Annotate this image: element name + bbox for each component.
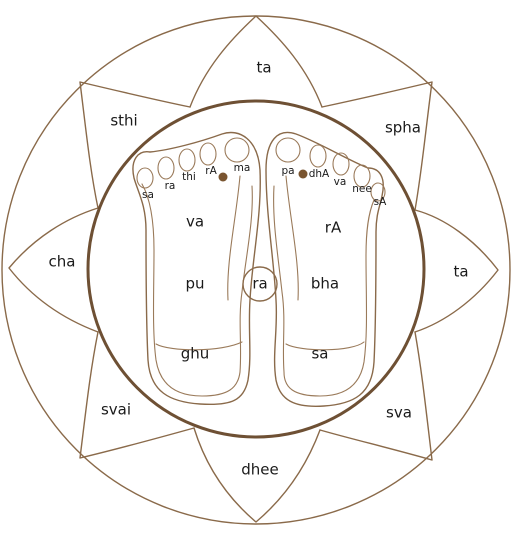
right-toe-5 bbox=[370, 182, 386, 202]
left-toe-2 bbox=[157, 156, 175, 180]
left-toe-label-4: rA bbox=[205, 165, 217, 177]
petal-ring bbox=[8, 15, 499, 523]
petal-top bbox=[189, 15, 323, 108]
right-toe-label-3: va bbox=[334, 176, 347, 188]
right-toe-3 bbox=[332, 152, 350, 176]
right-toe-4 bbox=[353, 164, 371, 188]
right-sole-label-3: sa bbox=[311, 345, 328, 363]
left-toe-3 bbox=[178, 148, 196, 172]
right-toe-label-2: dhA bbox=[309, 168, 330, 180]
left-foot-mark bbox=[218, 172, 228, 182]
left-sole-label-2: pu bbox=[185, 275, 204, 293]
petal-label-top-left: sthi bbox=[110, 112, 137, 130]
left-toe-5 bbox=[224, 137, 250, 163]
petal-top-left bbox=[79, 81, 191, 209]
left-sole-label-1: va bbox=[186, 213, 204, 231]
left-toe-label-1: sa bbox=[142, 189, 154, 201]
petal-label-top-right: spha bbox=[385, 119, 421, 137]
right-toe-1 bbox=[275, 137, 301, 163]
petal-label-top: ta bbox=[256, 59, 271, 77]
left-toe-4 bbox=[199, 142, 217, 166]
petal-label-bottom: dhee bbox=[241, 461, 279, 479]
petal-top-right bbox=[321, 81, 433, 211]
petal-label-left: cha bbox=[49, 253, 76, 271]
inner-circle bbox=[86, 99, 426, 439]
outer-circle bbox=[1, 15, 511, 525]
petal-left bbox=[8, 207, 99, 333]
center-label: ra bbox=[252, 275, 267, 293]
center-circle bbox=[242, 266, 278, 302]
right-heel-line bbox=[285, 341, 365, 351]
right-toe-2 bbox=[309, 144, 327, 168]
petal-label-right: ta bbox=[453, 263, 468, 281]
petal-right bbox=[414, 209, 499, 333]
right-foot-outline bbox=[265, 131, 384, 407]
right-foot bbox=[265, 131, 386, 407]
petal-label-bottom-right: sva bbox=[386, 404, 412, 422]
left-foot-outline bbox=[132, 131, 261, 406]
right-foot-inner-outline bbox=[273, 185, 375, 397]
left-toe-1 bbox=[136, 167, 154, 189]
left-sole-label-3: ghu bbox=[181, 345, 210, 363]
petal-bottom bbox=[193, 427, 321, 523]
right-sole-label-2: bha bbox=[311, 275, 339, 293]
right-toe-label-5: sA bbox=[374, 196, 387, 208]
left-heel-line bbox=[155, 341, 243, 351]
left-foot-arch-line bbox=[227, 175, 241, 301]
left-toe-label-3: thi bbox=[182, 171, 196, 183]
right-toe-label-1: pa bbox=[281, 165, 294, 177]
right-foot-mark bbox=[298, 169, 308, 179]
left-toe-label-5: ma bbox=[234, 162, 251, 174]
right-foot-arch-line bbox=[285, 175, 299, 301]
right-toe-label-4: nee bbox=[352, 183, 372, 195]
petal-bottom-left bbox=[79, 331, 195, 459]
left-toe-label-2: ra bbox=[165, 180, 176, 192]
petal-bottom-right bbox=[319, 331, 433, 461]
petal-label-bottom-left: svai bbox=[101, 401, 131, 419]
right-sole-label-1: rA bbox=[325, 219, 342, 237]
